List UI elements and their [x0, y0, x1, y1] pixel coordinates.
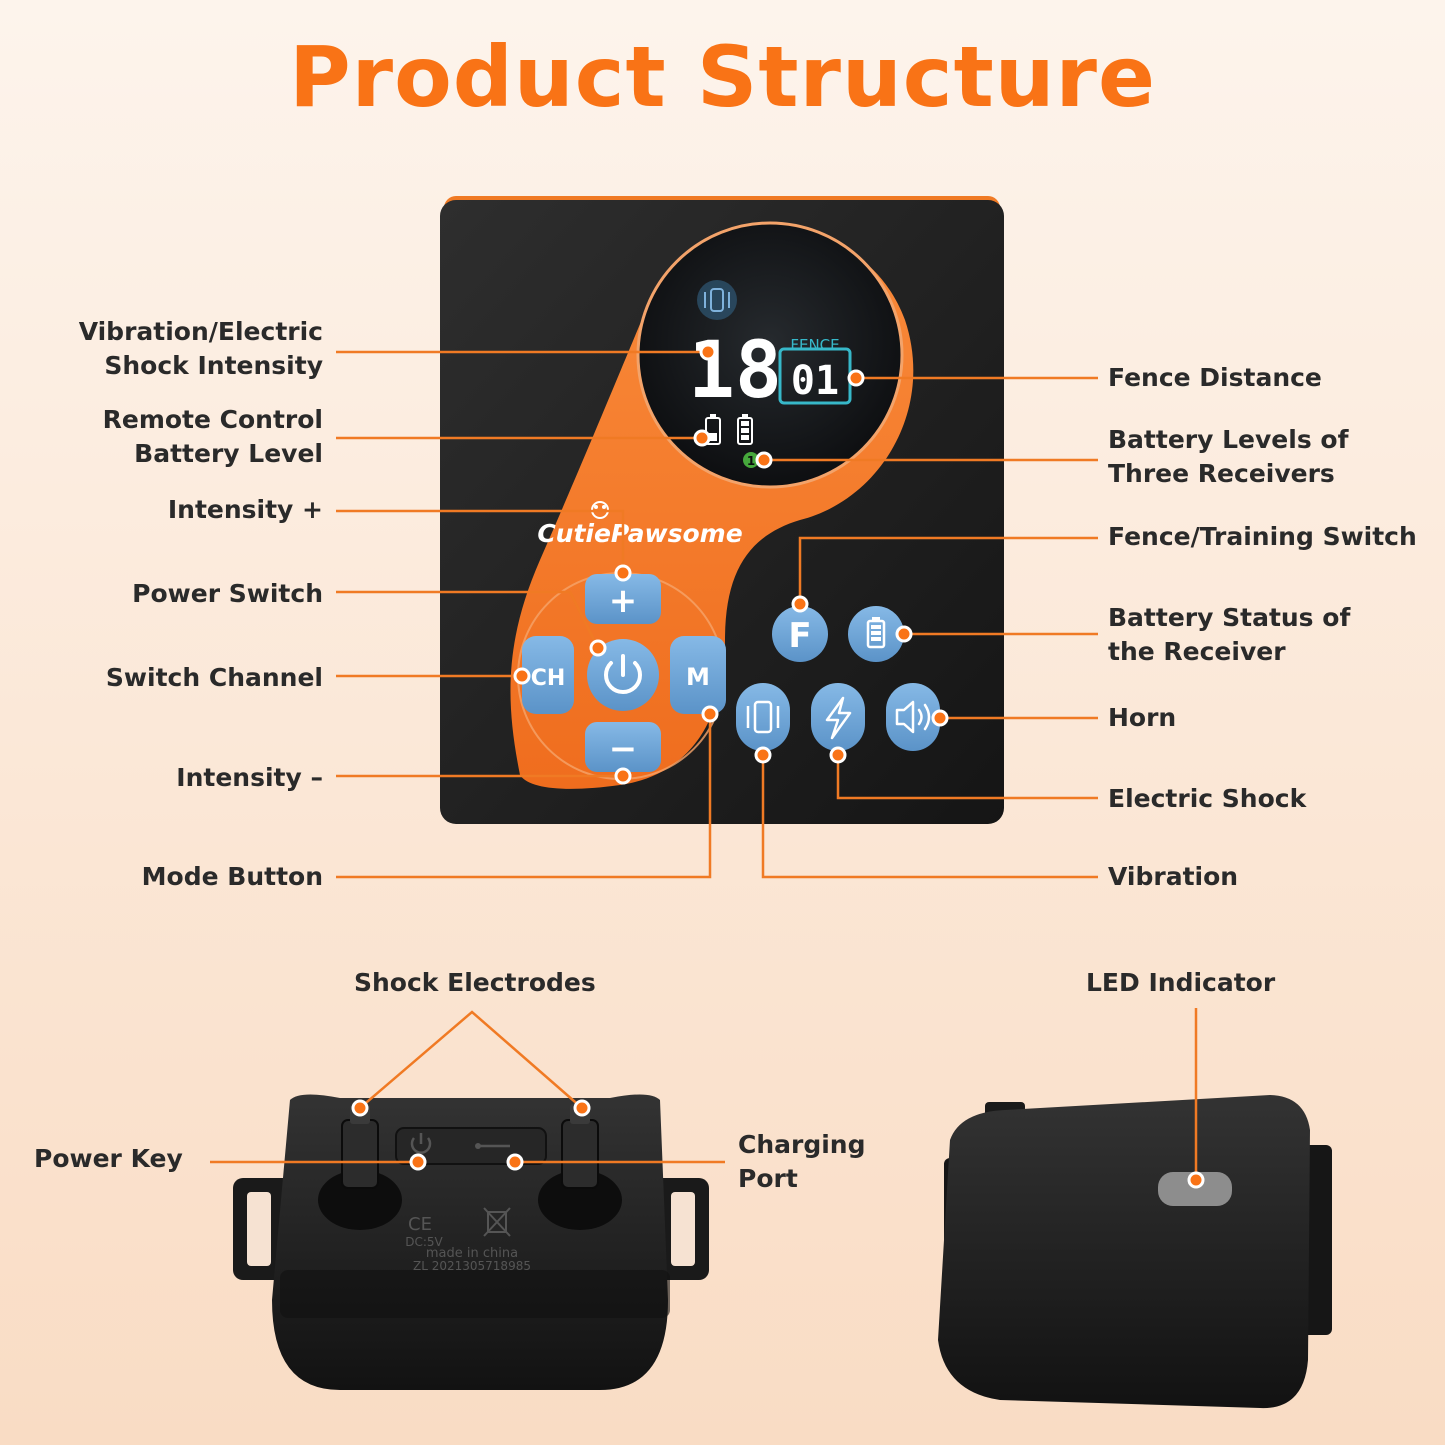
label-charging-port: Charging Port	[738, 1128, 866, 1196]
remote-control: 18 FENCE 01 1 CutiePawsome +	[440, 196, 1004, 824]
port-cover	[395, 1127, 547, 1165]
power-key-icon	[410, 1133, 432, 1154]
intensity-plus-label: +	[609, 581, 638, 621]
lcd-receiver-battery-icon	[737, 414, 753, 445]
label-fence-training: Fence/Training Switch	[1108, 522, 1417, 551]
power-switch-button[interactable]	[587, 639, 659, 711]
vibration-button[interactable]	[736, 683, 790, 751]
receiver-battery-button[interactable]	[848, 606, 904, 662]
strap-slot-left	[247, 1192, 271, 1266]
label-remote-battery: Remote Control Battery Level	[103, 403, 323, 471]
label-receiver-batteries: Battery Levels of Three Receivers	[1108, 423, 1348, 491]
receiver-seam	[280, 1270, 670, 1318]
speaker-icon	[895, 700, 931, 734]
remote-callout-lines	[336, 350, 1098, 879]
strap-slot-right	[671, 1192, 695, 1266]
mode-button-label: M	[686, 663, 710, 691]
intensity-plus-button[interactable]: +	[585, 574, 661, 624]
label-mode-button: Mode Button	[141, 862, 323, 891]
label-line: the Receiver	[1108, 637, 1286, 666]
lcd-fence-value: 01	[791, 358, 839, 404]
intensity-minus-button[interactable]: −	[585, 722, 661, 772]
label-intensity-minus: Intensity –	[176, 763, 323, 792]
shock-electrode-left	[318, 1104, 402, 1230]
remote-callout-dots	[513, 343, 949, 785]
brand-logo: CutiePawsome	[537, 519, 742, 548]
electric-shock-button[interactable]	[811, 683, 865, 751]
label-switch-channel: Switch Channel	[105, 663, 323, 692]
label-shock-electrodes: Shock Electrodes	[354, 968, 596, 997]
receiver-callout-lines	[210, 1008, 1198, 1180]
vibration-icon	[746, 700, 780, 734]
horn-button[interactable]	[886, 683, 940, 751]
switch-channel-button[interactable]: CH	[522, 636, 574, 714]
fence-training-button[interactable]: F	[772, 606, 828, 662]
led-indicator	[1158, 1172, 1232, 1206]
label-line: Vibration/Electric	[78, 317, 323, 346]
mode-button[interactable]: M	[670, 636, 726, 714]
label-line: Battery Level	[134, 439, 323, 468]
receiver-front-body	[938, 1095, 1310, 1409]
lcd-intensity-value: 18	[688, 326, 782, 416]
battery-icon	[866, 617, 886, 649]
label-electric-shock: Electric Shock	[1108, 784, 1307, 813]
label-line: Three Receivers	[1108, 459, 1335, 488]
made-in-print: made in china	[426, 1246, 518, 1261]
ce-mark: CE	[408, 1214, 432, 1235]
lcd-channel-number: 1	[747, 454, 755, 468]
label-horn: Horn	[1108, 703, 1177, 732]
receiver-callout-dots	[351, 1099, 1205, 1189]
label-fence-distance: Fence Distance	[1108, 363, 1322, 392]
patent-print: ZL 2021305718985	[413, 1259, 531, 1273]
label-line: Remote Control	[102, 405, 323, 434]
label-line: Battery Status of	[1108, 603, 1351, 632]
label-vibration: Vibration	[1108, 862, 1239, 891]
weee-bin-icon	[483, 1207, 511, 1237]
fence-training-label: F	[788, 616, 811, 656]
switch-channel-label: CH	[531, 666, 566, 691]
intensity-minus-label: −	[609, 729, 638, 769]
label-vibration-shock-intensity: Vibration/Electric Shock Intensity	[79, 315, 323, 383]
label-receiver-battery-status: Battery Status of the Receiver	[1108, 601, 1350, 669]
shock-electrode-right	[538, 1104, 622, 1230]
label-led-indicator: LED Indicator	[1086, 968, 1276, 997]
voltage-print: DC:5V	[405, 1235, 443, 1249]
lcd-fence-label: FENCE	[790, 336, 839, 354]
lcd-vibration-icon	[697, 280, 737, 320]
label-power-key: Power Key	[34, 1144, 183, 1173]
label-line: Charging	[738, 1130, 866, 1159]
label-line: Battery Levels of	[1108, 425, 1349, 454]
receiver-front-view	[938, 1095, 1332, 1409]
label-line: Shock Intensity	[104, 351, 323, 380]
page-title: Product Structure	[289, 28, 1156, 126]
power-icon	[604, 654, 642, 695]
receiver-back-view: CE DC:5V made in china ZL 2021305718985	[233, 1094, 709, 1390]
lcd-channel-indicator	[743, 452, 759, 468]
usb-icon	[475, 1143, 510, 1149]
label-power-switch: Power Switch	[132, 579, 323, 608]
label-intensity-plus: Intensity +	[167, 495, 323, 524]
label-line: Port	[738, 1164, 798, 1193]
lightning-icon	[825, 696, 852, 740]
